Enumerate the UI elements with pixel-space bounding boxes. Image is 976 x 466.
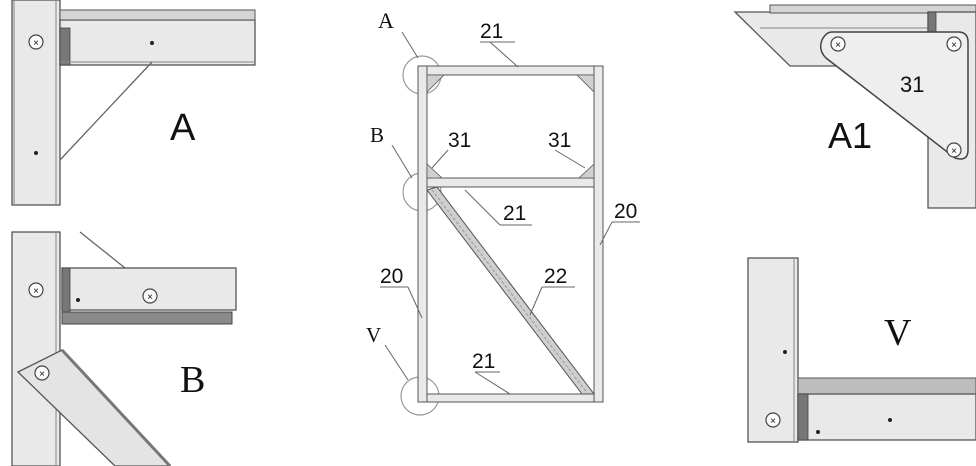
detail-panel-v: × V xyxy=(747,257,976,443)
right-post xyxy=(593,65,604,403)
panel-title: A xyxy=(170,107,196,149)
screw-cross-icon: × xyxy=(951,40,957,51)
triangular-gusset xyxy=(819,31,969,160)
screw-cross-icon: × xyxy=(33,38,39,49)
diagonal-member xyxy=(16,349,171,466)
screw-cross-icon: × xyxy=(147,292,153,303)
brace-line xyxy=(79,231,126,269)
screw-icon xyxy=(946,36,962,52)
rivet-dot xyxy=(76,298,80,302)
bar-top-flange xyxy=(797,377,976,395)
screw-icon xyxy=(765,412,781,428)
diagonal-hatch xyxy=(431,189,589,395)
diagonal-edge xyxy=(60,348,172,466)
leader-line xyxy=(474,371,511,395)
leader-line xyxy=(464,189,501,226)
part-label-bottom-bar: 21 xyxy=(472,350,495,373)
bar-end-cap xyxy=(61,267,71,313)
screw-cross-icon: × xyxy=(33,286,39,297)
leader-line xyxy=(391,144,413,179)
screw-icon xyxy=(142,288,158,304)
panel-title: B xyxy=(180,359,205,401)
vertical-post xyxy=(11,0,61,206)
vertical-post xyxy=(747,257,799,443)
screw-icon xyxy=(946,142,962,158)
horizontal-bar xyxy=(59,19,256,66)
detail-panel-b: × × × B xyxy=(11,231,237,466)
screw-cross-icon: × xyxy=(835,40,841,51)
rivet-dot xyxy=(888,418,892,422)
callout-label-b: B xyxy=(370,123,384,147)
leader-line xyxy=(599,221,613,246)
part-label-top-bar: 21 xyxy=(480,20,503,43)
middle-bar xyxy=(426,177,595,188)
part-label-mid-bar: 21 xyxy=(503,202,526,225)
leader-line xyxy=(431,149,449,169)
left-post xyxy=(417,65,428,403)
leader-line xyxy=(489,41,519,68)
part-label-left-gusset: 31 xyxy=(448,129,471,152)
screw-cross-icon: × xyxy=(770,416,776,427)
panel-title: A1 xyxy=(828,115,872,156)
vertical-post xyxy=(11,231,61,466)
bar-end-cap xyxy=(59,27,71,66)
callout-label-a: A xyxy=(378,8,394,33)
rivet-dot xyxy=(150,41,154,45)
callout-label-v: V xyxy=(366,323,381,347)
screw-icon xyxy=(28,282,44,298)
bottom-bar xyxy=(426,393,595,403)
bar-top-flange xyxy=(769,4,976,14)
mid-left-gusset xyxy=(426,163,444,179)
rivet-dot xyxy=(816,430,820,434)
part-label-right-gusset: 31 xyxy=(548,129,571,152)
leader-line xyxy=(554,149,586,169)
part-label-right-post: 20 xyxy=(614,200,637,223)
mid-right-gusset xyxy=(577,163,595,179)
top-right-gusset xyxy=(576,74,595,93)
screw-cross-icon: × xyxy=(39,369,45,380)
center-frame: A 21 B 31 31 21 20 20 22 V 21 xyxy=(366,8,640,416)
top-left-gusset xyxy=(426,74,445,93)
screw-icon xyxy=(34,365,50,381)
rivet-dot xyxy=(34,151,38,155)
screw-cross-icon: × xyxy=(951,146,957,157)
detail-panel-a1: × × × 31 A1 xyxy=(733,4,976,209)
bar-bottom-flange xyxy=(61,311,233,325)
screw-icon xyxy=(28,34,44,50)
top-bar xyxy=(426,65,595,76)
rivet-dot xyxy=(783,350,787,354)
part-label-gusset: 31 xyxy=(900,72,924,97)
bar-end-cap xyxy=(797,393,809,441)
leader-line xyxy=(384,344,409,381)
bar-top-flange xyxy=(59,9,256,21)
detail-panel-a: × A xyxy=(11,0,256,206)
horizontal-bar xyxy=(797,393,976,441)
panel-title: V xyxy=(884,312,912,354)
leader-line xyxy=(401,31,419,59)
screw-icon xyxy=(830,36,846,52)
leader-line xyxy=(529,286,543,316)
leader-line xyxy=(407,286,423,319)
part-label-diagonal: 22 xyxy=(544,265,567,288)
part-label-left-post: 20 xyxy=(380,265,403,288)
brace-line xyxy=(59,61,153,161)
